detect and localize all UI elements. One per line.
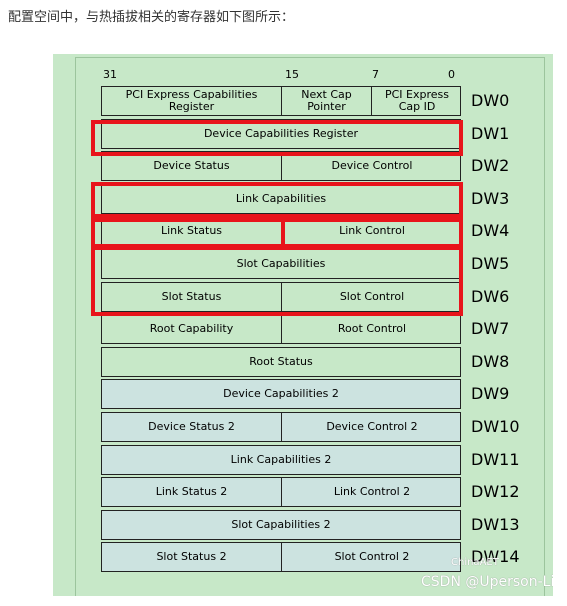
dword-label: DW9 [471,384,510,404]
highlight-dw4-right [281,218,463,248]
register-field: Device Capabilities 2 [223,387,339,401]
register-row-dw11: Link Capabilities 2 [101,444,461,475]
register-row-dw12: Link Status 2 Link Control 2 [101,477,461,508]
register-field: Root Capability [102,315,282,344]
register-field: Slot Status [102,282,282,311]
highlight-dw1 [91,120,463,156]
register-field: Device Status 2 [102,413,282,441]
register-field: Device Control 2 [326,420,418,433]
dword-label: DW11 [471,449,520,469]
register-row-dw10: Device Status 2 Device Control 2 [101,412,461,442]
dword-label: DW13 [471,514,520,534]
register-field: Link Control [339,224,405,238]
dword-label: DW6 [471,286,510,306]
watermark-csdn: CSDN @Uperson-Li [421,574,553,590]
register-field: Slot Control 2 [334,550,410,564]
highlight-dw4-left [91,218,285,248]
register-field: PCI Express Cap ID [384,88,449,113]
dword-label: DW1 [471,123,510,143]
register-row-dw8: Root Status [101,346,461,377]
register-row-dw2: Device Status Device Control [101,151,461,182]
register-field: Link Capabilities 2 [230,452,332,466]
dword-label: DW10 [471,417,520,436]
register-field: Root Status [249,354,313,368]
register-row-dw6: Slot Status Slot Control [101,281,461,312]
register-field: Link Status 2 [102,478,282,507]
watermark-chinaaet: ChinaAET [451,557,499,568]
register-field: Slot Capabilities 2 [231,517,331,531]
register-field: Link Capabilities [235,191,327,205]
register-field: Root Control [337,322,407,336]
register-row-dw14: Slot Status 2 Slot Control 2 [101,542,461,573]
dword-label: DW3 [471,188,510,208]
dword-label: DW5 [471,254,510,273]
register-row-dw3: Link Capabilities [101,183,461,214]
dword-label: DW12 [471,482,520,502]
register-row-dw9: Device Capabilities 2 [101,379,461,410]
bit-label-31: 31 [103,68,117,81]
bit-label-0: 0 [448,68,455,81]
page-caption: 配置空间中，与热插拔相关的寄存器如下图所示： [8,10,295,25]
register-row-dw7: Root Capability Root Control [101,314,461,345]
bit-label-15: 15 [285,68,299,81]
dword-label: DW7 [471,319,510,339]
bit-label-7: 7 [372,68,379,81]
dword-label: DW4 [471,221,510,241]
highlight-dw5-dw6 [91,246,463,316]
register-field: Next Cap Pointer [282,87,372,115]
register-row-dw13: Slot Capabilities 2 [101,509,461,540]
register-diagram: 31 15 7 0 PCI Express Capabilities Regis… [53,54,553,596]
dword-label: DW2 [471,156,510,176]
register-field: Device Capabilities Register [203,126,359,140]
diagram-frame [75,57,545,596]
register-field: Link Control 2 [333,485,411,499]
dword-label: DW0 [471,91,510,110]
register-field: Device Status [102,152,282,181]
register-field: Slot Control [339,289,405,303]
register-field: Slot Capabilities [236,257,326,270]
dword-label: DW14 [471,547,520,567]
register-field: Device Control [331,159,413,173]
dword-label: DW8 [471,351,510,371]
register-field: Slot Status 2 [102,543,282,572]
highlight-dw3 [91,182,463,218]
register-field: PCI Express Capabilities Register [102,87,282,115]
